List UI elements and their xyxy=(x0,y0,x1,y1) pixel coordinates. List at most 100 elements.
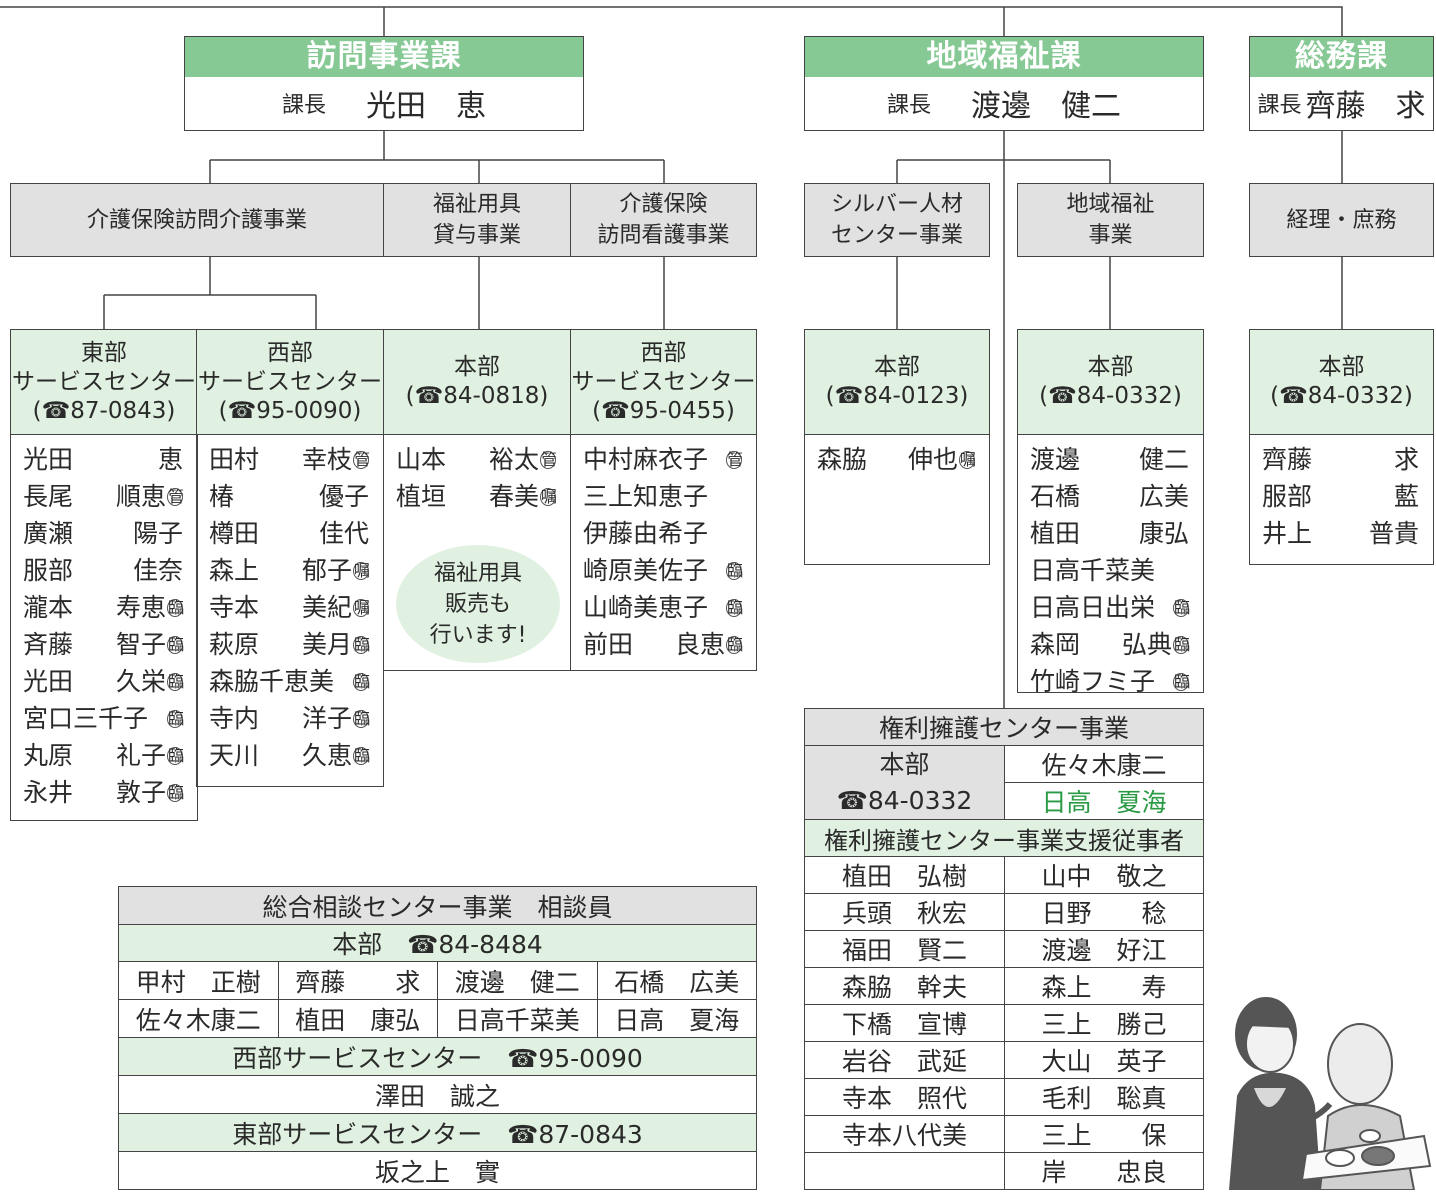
member-row: 光田久栄臨 xyxy=(23,663,197,700)
member-given-text: 恵 xyxy=(157,445,183,474)
support-staff: 渡邊 好江 xyxy=(1004,930,1204,968)
consult-staff: 植田 康弘 xyxy=(277,999,438,1038)
member-given: 敦子臨 xyxy=(116,774,197,811)
dept-title: 地域福祉課 xyxy=(805,37,1203,77)
member-surname: 森脇千恵美 xyxy=(209,667,335,696)
member-surname: 寺内 xyxy=(209,704,260,733)
role-badge: 臨 xyxy=(726,561,744,580)
consult-east-staff: 坂之上 實 xyxy=(118,1151,757,1190)
member-given: 礼子臨 xyxy=(116,737,197,774)
member-surname: 宮口三千子 xyxy=(23,704,149,733)
member-given-text: 伸也 xyxy=(907,445,958,474)
office-hq-chiiki: 本部 (☎84-0332) 渡邊健二石橋広美植田康弘日高千菜美日高日出栄臨森岡弘… xyxy=(1017,329,1204,696)
member-row: 齊藤 求 xyxy=(1262,441,1433,478)
head-name: 光田 恵 xyxy=(366,88,486,124)
support-staff: 森脇 幹夫 xyxy=(804,967,1005,1005)
member-list: 光田恵長尾順恵管廣瀬陽子服部佳奈瀧本寿恵臨斉藤智子臨光田久栄臨宮口三千子臨丸原礼… xyxy=(11,435,197,820)
member-surname: 瀧本 xyxy=(23,593,74,622)
member-given: 佳奈 xyxy=(133,552,197,589)
role-label: 課長 xyxy=(886,92,931,118)
support-row: 寺本八代美三上 保 xyxy=(804,1115,1204,1153)
office-header: 本部 (☎84-0332) xyxy=(1250,330,1433,435)
member-row: 寺内洋子臨 xyxy=(209,700,383,737)
member-given: 裕太管 xyxy=(489,441,570,478)
member-row: 天川久恵臨 xyxy=(209,737,383,774)
member-surname: 日高千菜美 xyxy=(1030,556,1156,585)
head-name: 渡邊 健二 xyxy=(971,88,1121,124)
member-given: 郁子嘱 xyxy=(302,552,383,589)
member-given: 弘典臨 xyxy=(1122,626,1203,663)
member-given: 臨 xyxy=(725,589,756,626)
role-badge: 嘱 xyxy=(540,487,558,506)
support-staff: 山中 敬之 xyxy=(1004,856,1204,894)
member-given: 健二 xyxy=(1139,441,1203,478)
member-row: 廣瀬陽子 xyxy=(23,515,197,552)
member-surname: 竹崎フミ子 xyxy=(1030,667,1156,696)
office-header: 西部 サービスセンター (☎95-0090) xyxy=(197,330,383,435)
head-name: 齊藤 求 xyxy=(1305,88,1426,124)
member-surname: 日高日出栄 xyxy=(1030,593,1156,622)
consult-west: 西部サービスセンター ☎95-0090 xyxy=(118,1037,757,1076)
member-row: 森脇千恵美臨 xyxy=(209,663,383,700)
member-surname: 永井 xyxy=(23,778,74,807)
member-given: 伸也嘱 xyxy=(908,441,989,478)
role-badge: 臨 xyxy=(726,598,744,617)
member-row: 三上知恵子 xyxy=(583,478,756,515)
consult-staff: 渡邊 健二 xyxy=(437,961,598,1000)
member-row: 樽田佳代 xyxy=(209,515,383,552)
member-row: 椿優子 xyxy=(209,478,383,515)
member-row: 服部佳奈 xyxy=(23,552,197,589)
support-staff xyxy=(804,1152,1005,1190)
rights-support-title: 権利擁護センター事業支援従事者 xyxy=(804,819,1204,857)
section-chiiki-fukushi: 地域福祉 事業 xyxy=(1017,183,1204,257)
member-given-text: 久恵 xyxy=(301,741,352,770)
member-row: 長尾順恵管 xyxy=(23,478,197,515)
member-surname: 天川 xyxy=(209,741,260,770)
role-badge: 管 xyxy=(726,450,744,469)
member-row: 寺本美紀嘱 xyxy=(209,589,383,626)
office-hq-silver: 本部 (☎84-0123) 森脇伸也嘱 xyxy=(804,329,990,565)
member-row: 森脇伸也嘱 xyxy=(817,441,989,478)
member-given: 幸枝管 xyxy=(302,441,383,478)
consult-east: 東部サービスセンター ☎87-0843 xyxy=(118,1113,757,1152)
member-given-text: 優子 xyxy=(318,482,369,511)
member-surname: 伊藤由希子 xyxy=(583,519,709,548)
support-row: 岩谷 武延大山 英子 xyxy=(804,1041,1204,1079)
rights-hq-label: 本部 xyxy=(879,749,930,779)
section-keiri: 経理・庶務 xyxy=(1249,183,1434,257)
member-surname: 石橋 xyxy=(1030,482,1081,511)
member-surname: 長尾 xyxy=(23,482,74,511)
member-surname: 森上 xyxy=(209,556,260,585)
member-surname: 山本 xyxy=(396,445,447,474)
member-given: 臨 xyxy=(725,552,756,589)
member-given-text: 美月 xyxy=(301,630,352,659)
member-given: 智子臨 xyxy=(116,626,197,663)
member-given: 求 xyxy=(1394,441,1433,478)
consult-table: 総合相談センター事業 相談員 本部 ☎84-8484 甲村 正樹 齊藤 求 渡邊… xyxy=(118,886,757,1190)
member-list: 森脇伸也嘱 xyxy=(805,435,989,564)
support-row: 福田 賢二渡邊 好江 xyxy=(804,930,1204,968)
dept-title: 訪問事業課 xyxy=(185,37,583,77)
member-row: 山崎美恵子臨 xyxy=(583,589,756,626)
dept-head: 課長 渡邊 健二 xyxy=(805,75,1203,130)
member-row: 竹崎フミ子臨 xyxy=(1030,663,1203,700)
member-surname: 齊藤 xyxy=(1262,445,1313,474)
office-hq-soumu: 本部 (☎84-0332) 齊藤求服部藍井上普貴 xyxy=(1249,329,1434,565)
member-row: 伊藤由希子 xyxy=(583,515,756,552)
dept-head: 課長齊藤 求 xyxy=(1250,75,1433,130)
member-given: 康弘 xyxy=(1139,515,1203,552)
section-houmon-kaigo: 介護保険訪問介護事業 xyxy=(10,183,384,257)
consult-hq: 本部 ☎84-8484 xyxy=(118,924,757,962)
member-row: 崎原美佐子臨 xyxy=(583,552,756,589)
member-given-text: 良恵 xyxy=(674,630,725,659)
dept-chiiki: 地域福祉課 課長 渡邊 健二 xyxy=(804,36,1204,131)
member-given: 久栄臨 xyxy=(116,663,197,700)
support-staff: 下橋 宣博 xyxy=(804,1004,1005,1042)
support-staff: 三上 保 xyxy=(1004,1115,1204,1153)
member-surname: 植田 xyxy=(1030,519,1081,548)
consult-staff: 齊藤 求 xyxy=(277,961,438,1000)
member-given: 臨 xyxy=(1172,589,1203,626)
member-given xyxy=(1189,552,1203,589)
